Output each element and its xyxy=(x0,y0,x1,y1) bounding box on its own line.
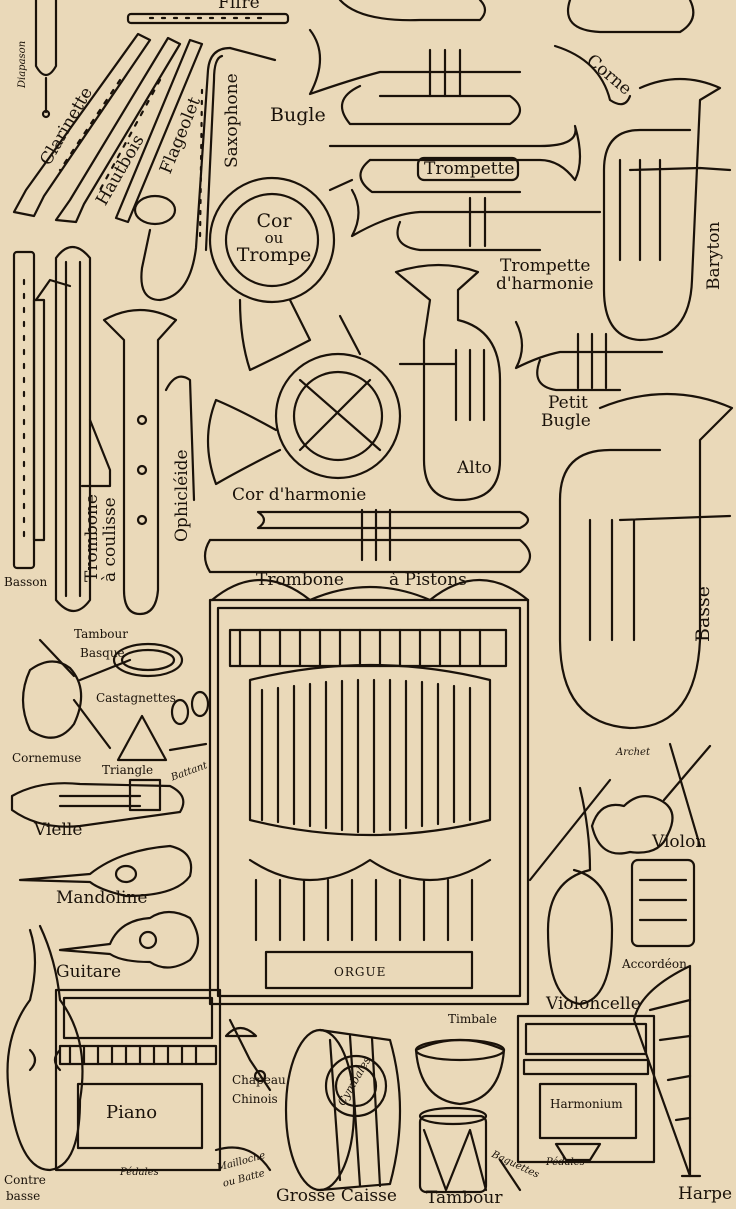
harmonium-drawing xyxy=(516,1014,656,1164)
ophicleide-drawing xyxy=(102,309,196,616)
label-castagnettes: Castagnettes xyxy=(96,691,176,705)
label-basson: Basson xyxy=(4,575,48,589)
trumpets-drawing xyxy=(328,124,602,252)
top-instrument-fragment xyxy=(338,0,487,22)
label-cornemuse: Cornemuse xyxy=(12,751,82,765)
label-alto: Alto xyxy=(457,458,492,478)
label-mandoline: Mandoline xyxy=(56,888,148,908)
corne-fragment xyxy=(567,0,695,34)
label-accordeon: Accordéon xyxy=(622,957,687,971)
label-cor-line2: ou xyxy=(264,229,284,247)
label-grosse-caisse: Grosse Caisse xyxy=(276,1186,397,1206)
label-cor-ou-trompe: Cor ou Trompe xyxy=(236,212,312,265)
bass-drum-drawing xyxy=(284,1028,402,1192)
label-basse: Basse xyxy=(692,585,714,642)
kettledrum-drawing xyxy=(414,1038,506,1194)
label-baryton: Baryton xyxy=(704,221,724,290)
label-trompette-harmonie-2: d'harmonie xyxy=(496,274,594,294)
baguettes-drawing xyxy=(498,1158,522,1192)
strings-drawing xyxy=(528,742,712,1006)
tuning-fork-drawing xyxy=(34,0,58,119)
bugle-drawing xyxy=(308,28,522,126)
label-a-pistons: à Pistons xyxy=(389,570,467,590)
baryton-drawing xyxy=(602,77,732,342)
label-guitare: Guitare xyxy=(56,962,122,982)
label-diapason: Diapason xyxy=(17,40,28,88)
alto-horn-drawing xyxy=(394,263,502,502)
label-orgue: ORGUE xyxy=(334,965,387,979)
label-cor-line1: Cor xyxy=(256,210,292,232)
organ-drawing xyxy=(208,579,530,1006)
hurdy-gurdy-drawing xyxy=(10,778,185,828)
label-harmonium: Harmonium xyxy=(550,1097,623,1111)
saxophone-drawing xyxy=(133,46,277,302)
fife-drawing xyxy=(126,12,290,25)
woodwinds-drawing xyxy=(12,32,204,224)
valve-trombone-drawing xyxy=(203,508,532,574)
french-horn-drawing xyxy=(208,176,354,372)
label-fifre: Fifre xyxy=(218,0,260,13)
small-bugle-drawing xyxy=(514,320,664,392)
label-trompette: Trompette xyxy=(424,159,515,179)
label-vielle: Vielle xyxy=(34,820,83,840)
label-trombone: Trombone xyxy=(256,570,344,590)
label-tambour: Tambour xyxy=(426,1188,503,1208)
label-violoncelle: Violoncelle xyxy=(546,994,641,1014)
label-cor-line3: Trompe xyxy=(236,244,312,266)
label-bugle: Bugle xyxy=(270,104,326,126)
label-harpe: Harpe xyxy=(678,1184,733,1204)
tuba-drawing xyxy=(558,392,734,730)
mandolin-drawing xyxy=(18,844,193,898)
label-violon: Violon xyxy=(652,832,707,852)
label-petit-bugle-2: Bugle xyxy=(541,411,591,431)
label-trompette-harmonie-1: Trompette xyxy=(500,256,591,276)
label-archet: Archet xyxy=(616,747,650,758)
label-pedales-piano: Pédales xyxy=(120,1167,159,1178)
label-petit-bugle-1: Petit xyxy=(548,393,588,413)
label-trombone-coulisse-2: à coulisse xyxy=(100,497,120,582)
small-horn-drawing xyxy=(553,44,632,106)
horn-harmonie-drawing xyxy=(206,314,402,486)
bassoon-drawing xyxy=(12,250,72,570)
label-saxophone: Saxophone xyxy=(222,73,242,168)
small-percussion-drawing xyxy=(21,638,210,762)
guitar-drawing xyxy=(58,910,200,969)
harp-drawing xyxy=(632,964,702,1178)
slide-trombone-drawing xyxy=(54,245,112,613)
label-contrebasse-1: Contre xyxy=(4,1173,46,1187)
piano-drawing xyxy=(54,988,222,1172)
label-contrebasse-2: basse xyxy=(6,1189,41,1203)
label-tambour-basque-1: Tambour xyxy=(74,627,128,641)
label-trombone-coulisse-1: Trombone xyxy=(82,494,102,582)
label-piano: Piano xyxy=(106,1102,158,1123)
label-triangle: Triangle xyxy=(102,763,154,777)
label-pedales-harmonium: Pédales xyxy=(546,1157,585,1168)
label-timbale: Timbale xyxy=(448,1012,497,1026)
label-ophicleide: Ophicléide xyxy=(172,449,192,542)
label-tambour-basque-2: Basque xyxy=(80,646,125,660)
jingling-johnny-drawing xyxy=(214,1018,272,1172)
label-chapeau-chinois-1: Chapeau xyxy=(232,1073,286,1087)
label-cor-harmonie: Cor d'harmonie xyxy=(232,485,367,505)
label-chapeau-chinois-2: Chinois xyxy=(232,1092,278,1106)
